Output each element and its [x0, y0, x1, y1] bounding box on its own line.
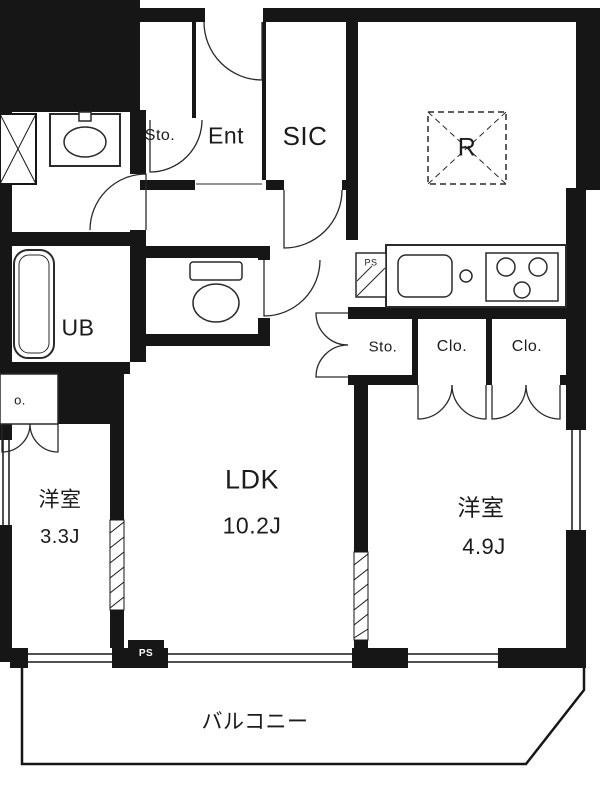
label-closet-2: Clo. — [511, 338, 543, 355]
sliding-door-right-bedroom — [353, 551, 369, 641]
closet2-door-arc-right — [525, 384, 561, 420]
toilet-door-arc — [263, 259, 321, 317]
entrance-door-arc — [203, 21, 263, 81]
sic-door-arc — [283, 189, 343, 249]
wall-topleft-mass — [0, 0, 140, 112]
label-pipe-space-kitchen: PS — [364, 257, 378, 268]
label-shoe-closet: SIC — [282, 121, 328, 151]
refrigerator-space — [427, 111, 507, 185]
closet2-door-arc-left — [491, 384, 527, 420]
bathtub — [13, 249, 55, 359]
left-closet-door-arc-left — [1, 423, 31, 453]
left-closet-box — [0, 373, 59, 425]
label-unit-bath: UB — [61, 314, 95, 341]
left-closet-door-arc-right — [29, 423, 59, 453]
washbasin — [49, 111, 121, 167]
label-living-name: LDK — [224, 464, 280, 495]
label-storage-entry: Sto. — [144, 127, 176, 144]
label-living-size: 10.2J — [222, 512, 282, 539]
door-arcs — [1, 21, 561, 453]
storage-hall-door-arc-top — [315, 312, 349, 346]
stove — [485, 252, 559, 302]
shaft-box — [0, 113, 37, 185]
label-balcony: バルコニー — [201, 710, 309, 734]
kitchen-counter — [385, 244, 567, 308]
balcony-outline — [20, 662, 586, 766]
storage-entry-door-arc — [149, 119, 203, 173]
label-entrance: Ent — [207, 122, 245, 149]
label-closet-1: Clo. — [436, 338, 468, 355]
closet1-door-arc-left — [417, 384, 453, 420]
storage-hall-door-arc-bottom — [315, 344, 349, 378]
pipe-space-kitchen-box — [355, 252, 387, 298]
toilet — [189, 261, 243, 323]
washroom-door-arc — [89, 173, 147, 231]
sliding-door-left-bedroom — [109, 519, 125, 611]
label-pipe-space-bottom: PS — [138, 648, 154, 659]
fixtures — [0, 111, 567, 425]
label-bedroom-left-size: 3.3J — [40, 526, 80, 548]
label-bedroom-right-name: 洋室 — [457, 494, 505, 521]
label-bedroom-right-size: 4.9J — [462, 534, 506, 559]
pipe-space-bottom-box — [128, 640, 164, 668]
label-bedroom-left-name: 洋室 — [38, 488, 82, 512]
label-left-closet: o. — [14, 392, 26, 408]
label-refrigerator: R — [457, 133, 477, 162]
closet1-door-arc-right — [451, 384, 487, 420]
kitchen-sink — [397, 254, 453, 298]
faucet-icon — [459, 269, 473, 283]
windows — [0, 430, 586, 668]
label-storage-hall: Sto. — [368, 338, 398, 356]
